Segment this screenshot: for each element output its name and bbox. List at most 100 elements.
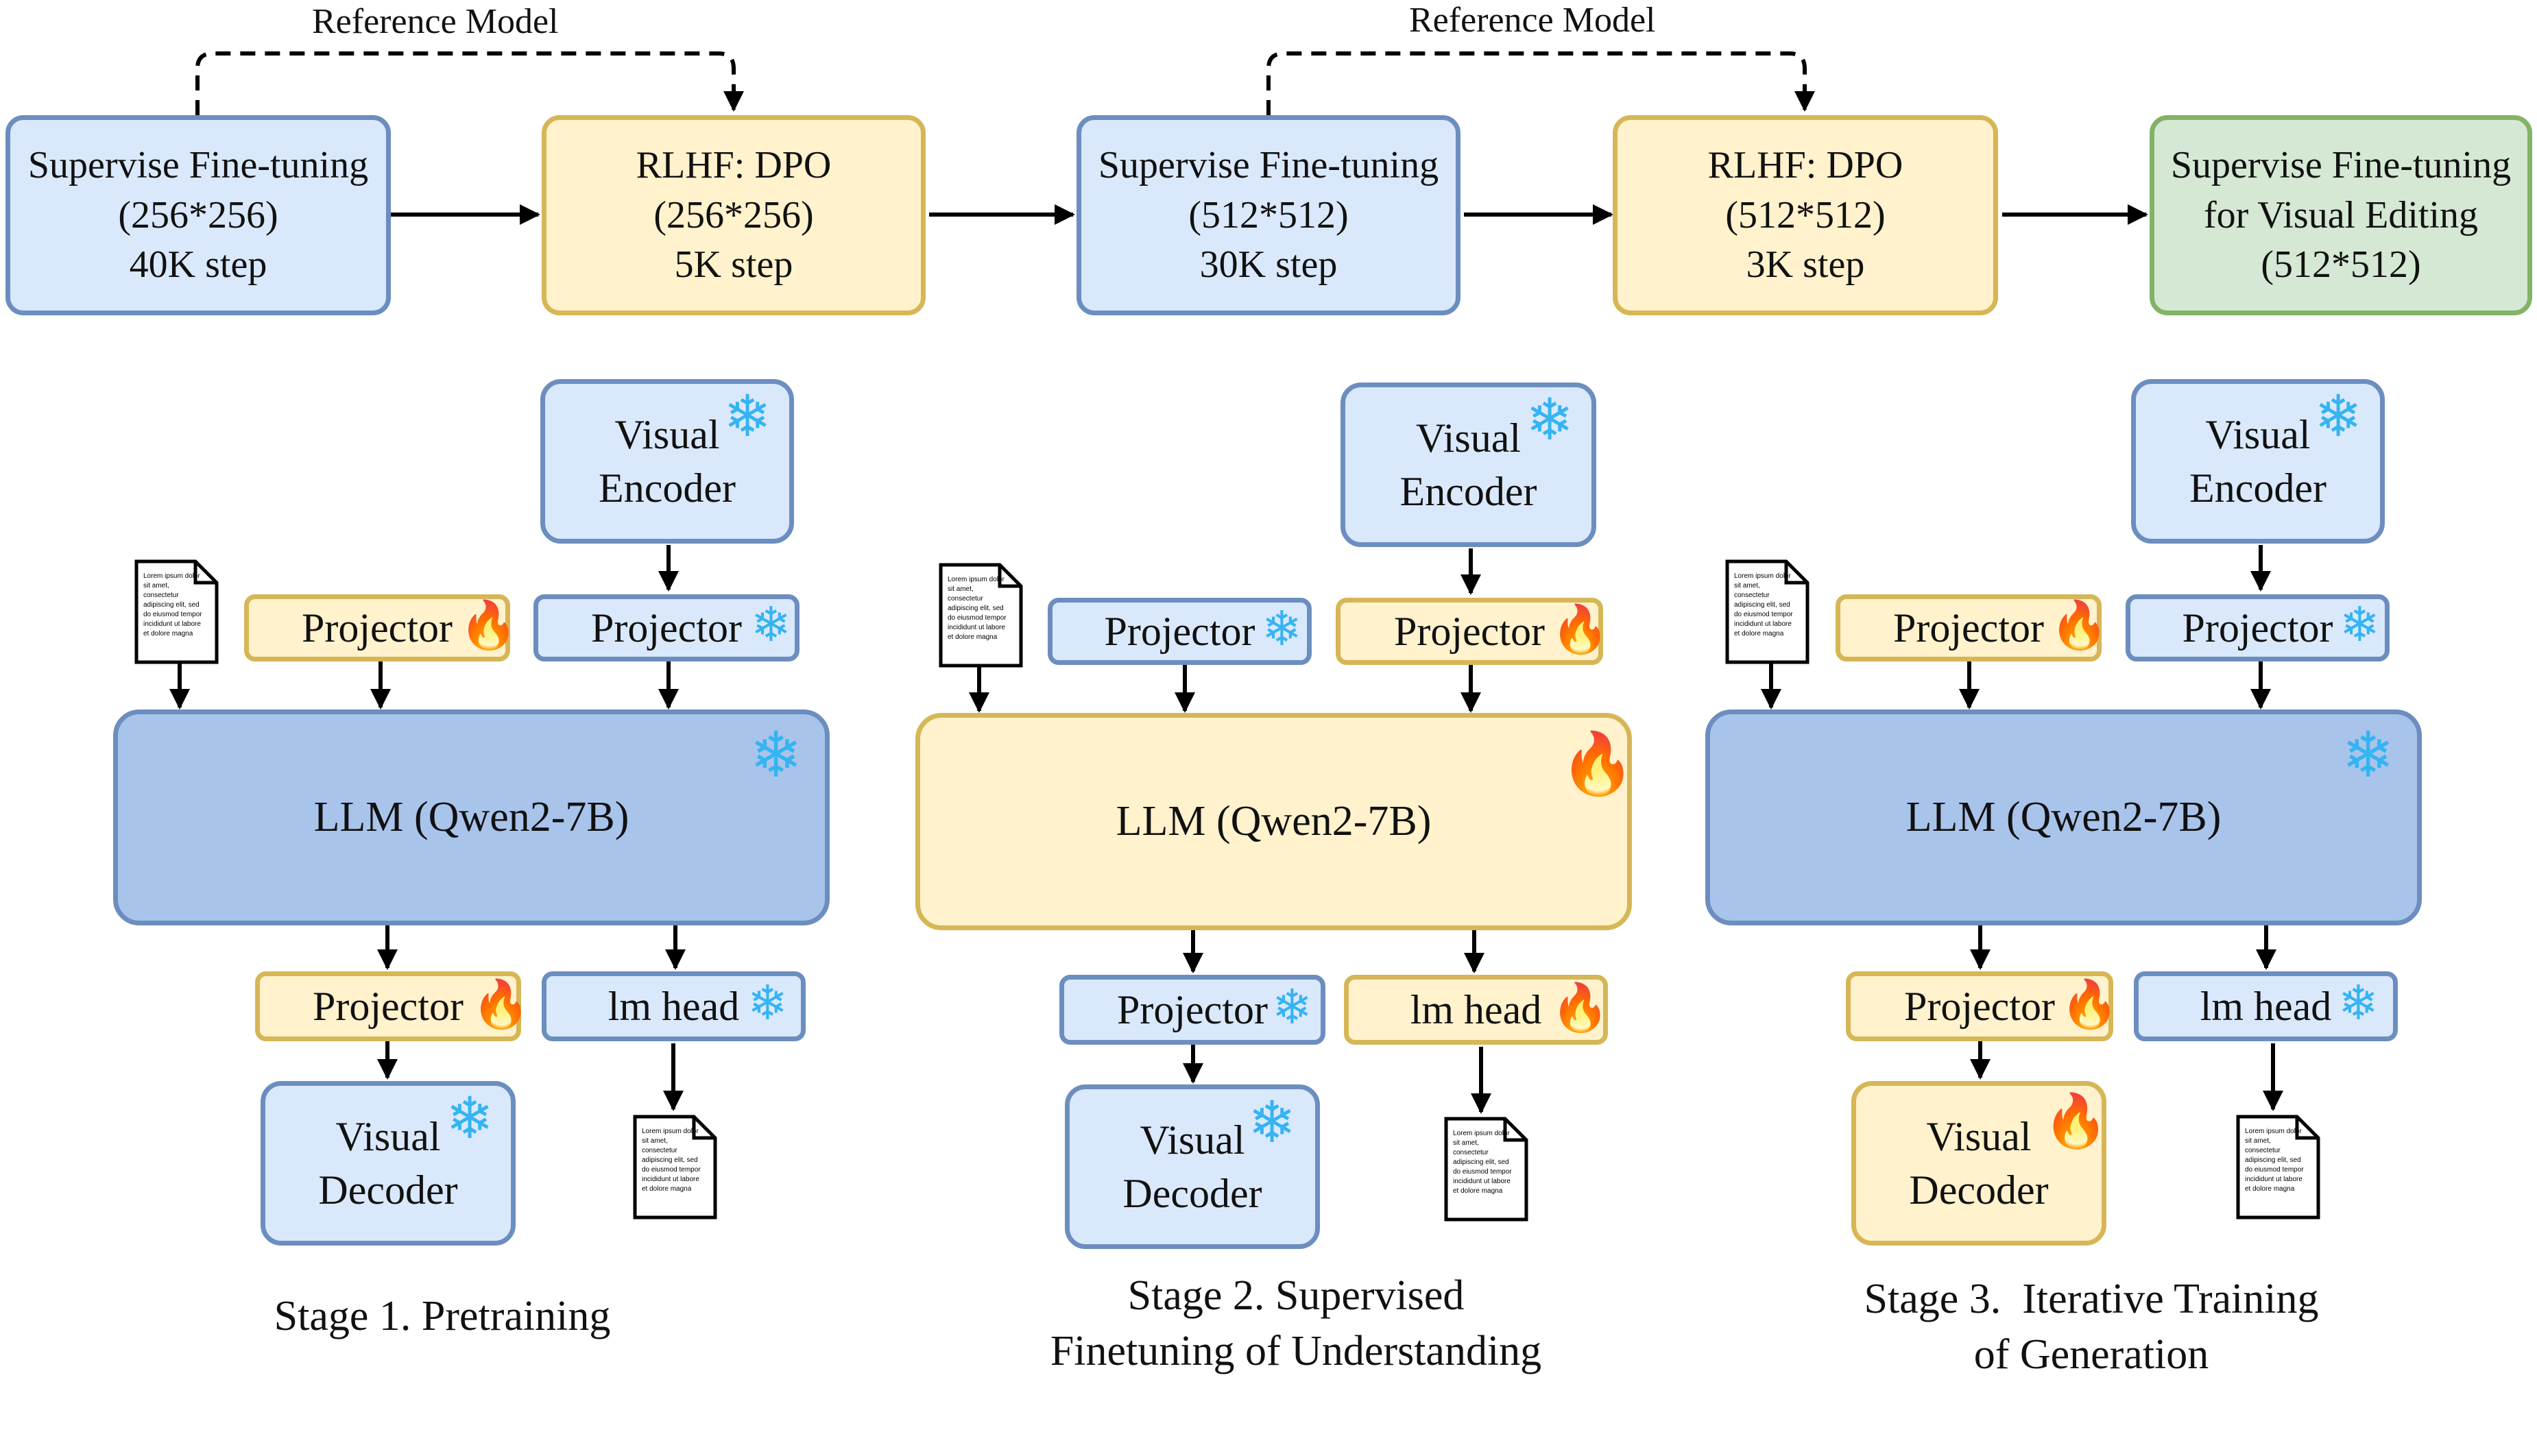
stage1-llm: LLM (Qwen2-7B)	[113, 709, 830, 925]
stage1-projector-image-out: Projector	[255, 971, 521, 1041]
stage2-projector-image-out: Projector	[1059, 975, 1325, 1045]
document-text-line: incididunt ut labore	[1734, 620, 1792, 628]
step-title: Supervise Fine-tuning	[1098, 143, 1439, 186]
document-text-line: adipiscing elit, sed	[1453, 1158, 1509, 1166]
reference-model-label-1: Reference Model	[312, 2, 559, 41]
stage2-lm-head: lm head	[1344, 975, 1608, 1045]
stage2-llm: LLM (Qwen2-7B)	[915, 713, 1632, 930]
encoder-label-line1: Visual	[1415, 415, 1522, 461]
stage2-projector-image-in: Projector	[1336, 598, 1603, 665]
document-text-line: consectetur	[1734, 592, 1770, 599]
document-text-line: do eiusmod tempor	[2245, 1166, 2304, 1174]
stage3-visual-decoder: Visual Decoder	[1851, 1081, 2106, 1246]
fire-icon: 🔥	[2050, 598, 2108, 653]
caption-line: Finetuning of Understanding	[1050, 1327, 1542, 1374]
reference-model-label-2: Reference Model	[1409, 1, 1656, 40]
stage3-lm-head: lm head	[2134, 971, 2398, 1041]
document-text-line: incididunt ut labore	[143, 620, 201, 628]
document-text-line: incididunt ut labore	[642, 1176, 699, 1183]
decoder-label-line2: Decoder	[1122, 1171, 1262, 1216]
snowflake-icon: ❄	[747, 975, 788, 1031]
stage2-visual-decoder: Visual Decoder	[1065, 1084, 1320, 1249]
document-text-line: adipiscing elit, sed	[1734, 601, 1790, 609]
snowflake-icon: ❄	[1262, 600, 1302, 657]
document-text-line: et dolore magna	[2245, 1185, 2295, 1193]
pipeline-step-dpo-256: RLHF: DPO (256*256) 5K step	[542, 115, 926, 315]
step-count: 40K step	[129, 243, 267, 287]
caption-line: of Generation	[1973, 1331, 2209, 1378]
projector-label: Projector	[1104, 609, 1255, 654]
decoder-label-line2: Decoder	[1909, 1167, 2049, 1213]
step-title: RLHF: DPO	[1707, 143, 1903, 186]
step-count: 5K step	[674, 243, 793, 287]
document-text-line: do eiusmod tempor	[143, 611, 202, 618]
snowflake-icon: ❄	[1272, 979, 1312, 1035]
stage1-visual-decoder: Visual Decoder	[261, 1081, 516, 1246]
stage3-projector-image-out: Projector	[1846, 971, 2113, 1041]
document-text-line: sit amet,	[1734, 582, 1760, 590]
projector-label: Projector	[1117, 987, 1268, 1032]
document-text-line: consectetur	[2245, 1147, 2281, 1154]
encoder-label-line1: Visual	[614, 412, 720, 457]
pipeline-step-sft-visual-editing: Supervise Fine-tuning for Visual Editing…	[2150, 115, 2532, 315]
stage3-llm: LLM (Qwen2-7B)	[1705, 709, 2422, 925]
document-text-line: Lorem ipsum dolor	[1453, 1130, 1510, 1137]
step-count: 3K step	[1746, 243, 1865, 287]
encoder-label-line2: Encoder	[599, 465, 736, 511]
step-title: Supervise Fine-tuning	[2170, 143, 2512, 186]
stage1-projector-image-in: Projector	[533, 594, 799, 662]
stage1-visual-encoder: Visual Encoder	[540, 379, 794, 544]
document-text-line: sit amet,	[143, 582, 169, 590]
encoder-label-line1: Visual	[2205, 412, 2311, 457]
document-text-line: sit amet,	[948, 585, 974, 593]
stage3-visual-encoder: Visual Encoder	[2131, 379, 2385, 544]
document-text-line: sit amet,	[2245, 1137, 2271, 1145]
document-text-line: do eiusmod tempor	[642, 1166, 701, 1174]
step-resolution: (256*256)	[118, 193, 278, 236]
stage2-visual-encoder: Visual Encoder	[1340, 383, 1596, 547]
document-text-line: adipiscing elit, sed	[642, 1156, 698, 1164]
step-resolution: (512*512)	[1725, 193, 1886, 236]
llm-label: LLM (Qwen2-7B)	[1116, 798, 1432, 845]
snowflake-icon: ❄	[723, 383, 772, 450]
llm-label: LLM (Qwen2-7B)	[313, 794, 629, 841]
stage1-caption: Stage 1. Pretraining	[226, 1289, 658, 1344]
decoder-label-line2: Decoder	[318, 1167, 458, 1213]
document-text-line: do eiusmod tempor	[948, 614, 1007, 622]
projector-label: Projector	[2182, 605, 2333, 651]
stage1-lm-head: lm head	[542, 971, 806, 1041]
document-text-line: Lorem ipsum dolor	[642, 1128, 699, 1135]
document-text-line: et dolore magna	[1453, 1187, 1503, 1195]
document-text-line: do eiusmod tempor	[1453, 1168, 1512, 1176]
step-count: 30K step	[1199, 243, 1338, 287]
document-text-line: et dolore magna	[948, 633, 998, 641]
snowflake-icon: ❄	[751, 596, 791, 653]
pipeline-step-sft-512: Supervise Fine-tuning (512*512) 30K step	[1077, 115, 1460, 315]
snowflake-icon: ❄	[1248, 1089, 1297, 1156]
document-text-line: Lorem ipsum dolor	[1734, 572, 1791, 580]
llm-label: LLM (Qwen2-7B)	[1905, 794, 2222, 841]
reference-arc-2	[1266, 51, 1815, 115]
projector-label: Projector	[591, 605, 742, 651]
document-text-line: incididunt ut labore	[2245, 1176, 2302, 1183]
document-text-line: do eiusmod tempor	[1734, 611, 1793, 618]
caption-line: Stage 2. Supervised	[1127, 1272, 1465, 1319]
encoder-label-line2: Encoder	[1399, 469, 1537, 514]
document-text-line: Lorem ipsum dolor	[143, 572, 200, 580]
encoder-label-line2: Encoder	[2189, 465, 2326, 511]
snowflake-icon: ❄	[749, 718, 803, 792]
stage1-projector-text: Projector	[244, 594, 510, 662]
fire-icon: 🔥	[459, 598, 518, 653]
document-text-line: consectetur	[642, 1147, 677, 1154]
projector-label: Projector	[1904, 984, 2055, 1029]
lm-head-label: lm head	[2200, 984, 2332, 1029]
document-text-line: sit amet,	[642, 1137, 668, 1145]
fire-icon: 🔥	[2060, 978, 2119, 1032]
stage3-projector-image-in: Projector	[2126, 594, 2390, 662]
pipeline-step-dpo-512: RLHF: DPO (512*512) 3K step	[1613, 115, 1998, 315]
document-text-line: et dolore magna	[642, 1185, 692, 1193]
